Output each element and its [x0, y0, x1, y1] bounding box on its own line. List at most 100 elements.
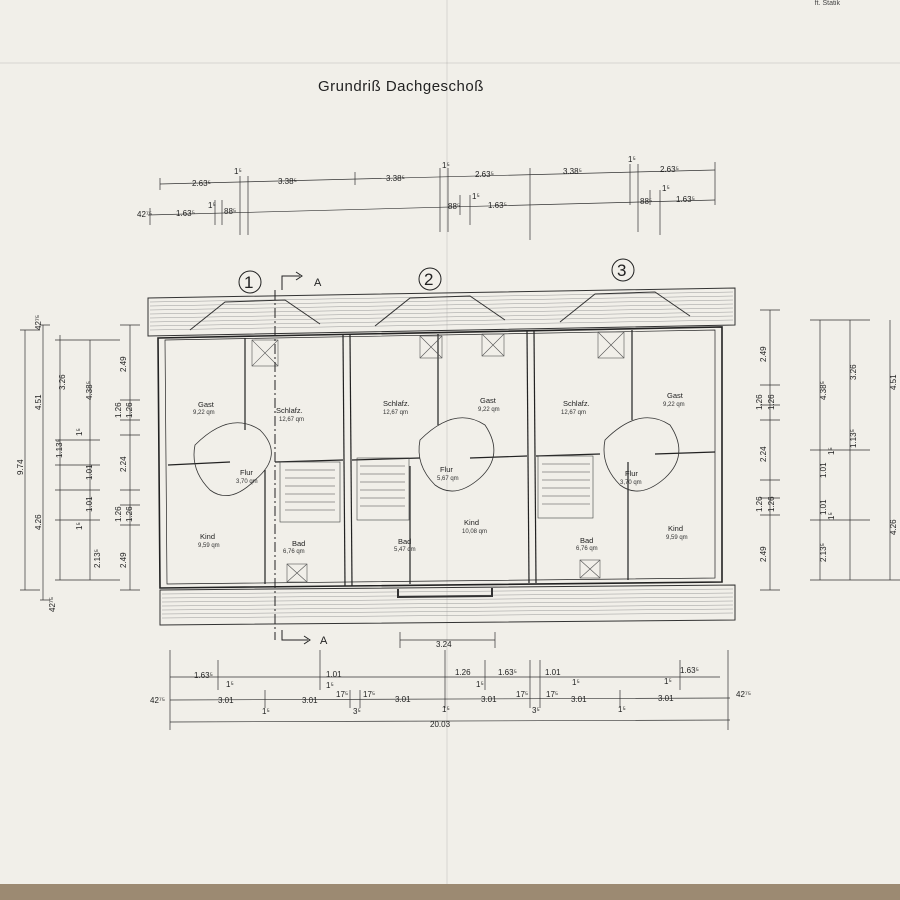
dim-text: 42⁷⁵	[150, 696, 165, 705]
dim-text: 1.26	[125, 402, 134, 418]
dim-text: 2.24	[759, 446, 768, 462]
dim-text-total: 20.03	[430, 720, 451, 729]
dim-text: 1⁵	[208, 201, 216, 210]
dim-text: 1⁵	[442, 705, 450, 714]
dim-text: 88⁵	[448, 202, 460, 211]
dim-text: 1⁵	[827, 512, 836, 520]
dim-text: 2.63⁵	[475, 170, 494, 179]
dim-text: 1.63⁵	[194, 671, 213, 680]
room-area: 6,76 qm	[283, 549, 305, 555]
dim-text: 4.51	[34, 394, 43, 410]
dim-text: 1⁵	[572, 678, 580, 687]
dim-text: 42⁷⁵	[34, 315, 43, 330]
dim-text: 1⁵	[442, 161, 450, 170]
section-line-a	[274, 271, 311, 645]
door-swings	[193, 417, 680, 497]
dim-text: 4.38⁵	[819, 381, 828, 400]
dim-text: 1.63⁵	[488, 201, 507, 210]
room-area: 9,22 qm	[478, 407, 500, 413]
room-area: 12,67 qm	[561, 410, 586, 416]
dim-text: 3.01	[302, 696, 318, 705]
dim-text: 17⁵	[546, 690, 558, 699]
dim-text: 1.26	[114, 506, 123, 522]
dim-text: 1.26	[125, 506, 134, 522]
dim-text: 3.01	[218, 696, 234, 705]
dim-text: 1.01	[326, 670, 342, 679]
dim-text: 2.24	[119, 456, 128, 472]
room-area: 12,67 qm	[279, 417, 304, 423]
dim-text: 3.24	[436, 640, 452, 649]
dim-text: 1.63⁵	[498, 668, 517, 677]
room-area: 3,70 qm	[236, 479, 258, 485]
room-name: Kind	[200, 532, 215, 541]
dim-text: 3.01	[481, 695, 497, 704]
room-area: 10,08 qm	[462, 529, 487, 535]
dim-text: 1.26	[114, 402, 123, 418]
dim-text: 3.26	[58, 374, 67, 390]
dim-text: 2.49	[759, 546, 768, 562]
room-labels: Gast 9,22 qm Schlafz. 12,67 qm Flur 3,70…	[193, 391, 688, 555]
dim-text: 42⁷⁵	[736, 690, 751, 699]
dim-text: 1.26	[767, 394, 776, 410]
dim-text: 1.13⁵	[55, 439, 64, 458]
dim-text: 2.13⁵	[93, 549, 102, 568]
dim-text: 2.49	[119, 552, 128, 568]
dim-text: 2.49	[119, 356, 128, 372]
dim-text: 1.01	[545, 668, 561, 677]
room-name: Flur	[240, 468, 253, 477]
room-name: Kind	[464, 518, 479, 527]
dimension-texts: 2.63⁵ 1⁵ 3.38⁵ 3.38⁵ 1⁵ 2.63⁵ 3.38⁵ 1⁵ 2…	[16, 155, 898, 729]
dim-text: 1.26	[755, 394, 764, 410]
dim-text: 17⁵	[516, 690, 528, 699]
dim-text: 1.26	[767, 496, 776, 512]
room-name: Schlafz.	[563, 399, 590, 408]
axis-label-2: 2	[424, 270, 433, 289]
dim-text: 3⁵	[353, 707, 361, 716]
room-name: Gast	[480, 396, 497, 405]
fold-line-horizontal	[0, 62, 900, 64]
room-name: Gast	[667, 391, 684, 400]
dim-text: 1⁵	[618, 705, 626, 714]
dim-text: 42⁷⁵	[137, 210, 152, 219]
dim-text: 1⁵	[827, 447, 836, 455]
plan-title: Grundriß Dachgeschoß	[318, 78, 484, 95]
dim-text: 1⁵	[472, 192, 480, 201]
dim-text: 17⁵	[336, 690, 348, 699]
dim-text: 1.26	[755, 496, 764, 512]
dim-text: 3.01	[571, 695, 587, 704]
dim-text: 1.63⁵	[680, 666, 699, 675]
dim-text: 3.26	[849, 364, 858, 380]
axis-marker-1	[238, 270, 262, 294]
room-name: Bad	[398, 537, 411, 546]
dim-text: 1⁵	[75, 522, 84, 530]
dim-text: 3.01	[658, 694, 674, 703]
room-area: 5,67 qm	[437, 476, 459, 482]
dim-text: 3.38⁵	[563, 167, 582, 176]
table-surface	[0, 884, 900, 900]
dim-text: 2.13⁵	[819, 543, 828, 562]
axis-marker-3	[611, 258, 635, 282]
staircases	[279, 455, 594, 523]
room-name: Gast	[198, 400, 215, 409]
dim-text: 17⁵	[363, 690, 375, 699]
dim-text: 2.63⁵	[192, 179, 211, 188]
section-label-top: A	[314, 277, 322, 289]
dim-text: 3.01	[395, 695, 411, 704]
room-name: Flur	[440, 465, 453, 474]
room-name: Flur	[625, 469, 638, 478]
room-area: 12,67 qm	[383, 410, 408, 416]
dim-text: 1.13⁵	[849, 429, 858, 448]
dim-text: 1.01	[85, 496, 94, 512]
axis-label-1: 1	[244, 273, 253, 292]
dim-text: 4.38⁵	[85, 381, 94, 400]
party-walls	[167, 330, 716, 587]
room-name: Schlafz.	[276, 406, 303, 415]
room-area: 9,22 qm	[193, 410, 215, 416]
dim-text: 4.51	[889, 374, 898, 390]
dim-text: 1.63⁵	[176, 209, 195, 218]
axis-label-3: 3	[617, 261, 626, 280]
dim-text: 1⁵	[326, 681, 334, 690]
room-area: 9,22 qm	[663, 402, 685, 408]
dim-text: 9.74	[16, 459, 25, 475]
